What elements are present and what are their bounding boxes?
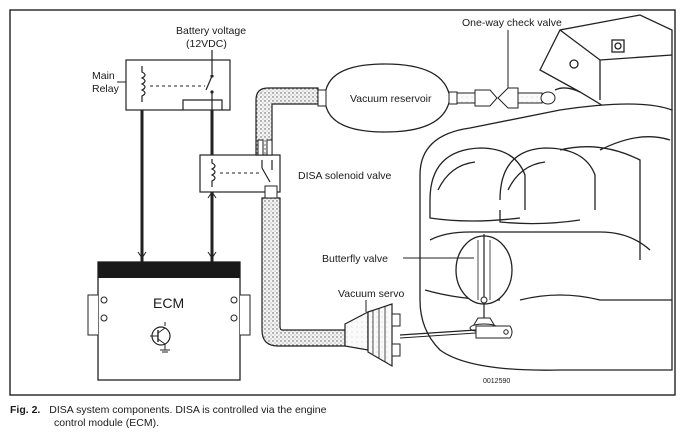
caption-text-line1: DISA system components. DISA is controll… [49,404,327,416]
ecm-unit [87,261,251,381]
part-number: 0012590 [483,378,510,385]
vacuum-servo-label: Vacuum servo [338,288,404,300]
disa-solenoid-valve-label: DISA solenoid valve [298,170,392,182]
caption-text-line2: control module (ECM). [54,417,160,429]
butterfly-valve-label: Butterfly valve [322,253,388,265]
vacuum-hoses [255,87,346,347]
main-relay-label-line1: Main [92,70,115,82]
check-valve-label: One-way check valve [462,17,562,29]
vacuum-reservoir [317,63,458,133]
intake-manifold [419,14,673,371]
battery-voltage-label-line2: (12VDC) [186,38,227,50]
battery-voltage-label-line1: Battery voltage [176,25,246,37]
wiring-harness [137,110,217,262]
vacuum-reservoir-label: Vacuum reservoir [350,93,432,105]
main-relay [125,59,231,111]
vacuum-servo [344,303,513,368]
figure-number: Fig. 2. [10,404,41,416]
one-way-check-valve [456,87,556,109]
figure-caption: Fig. 2. DISA system components. DISA is … [10,404,610,430]
main-relay-label-line2: Relay [92,83,120,95]
figure-frame [9,9,676,396]
ecm-label: ECM [153,295,184,311]
